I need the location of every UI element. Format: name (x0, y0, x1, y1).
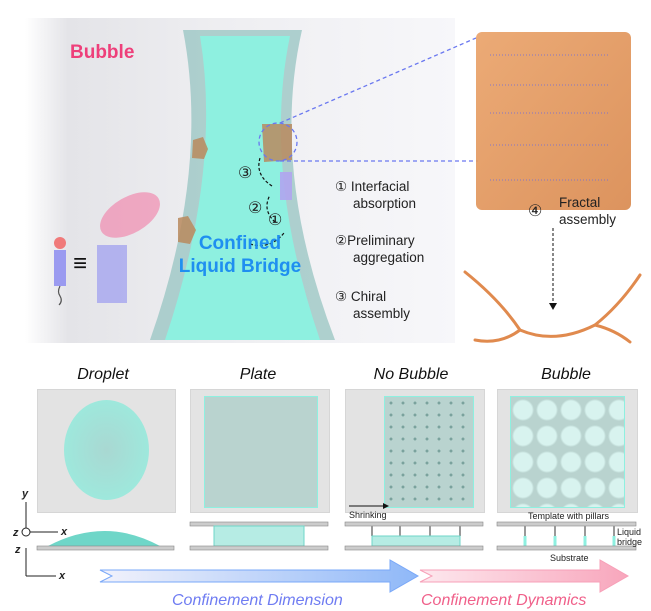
crystal-cube (476, 32, 631, 210)
bridge-label: Confined Liquid Bridge (170, 232, 310, 278)
top-illustration (25, 18, 642, 344)
side-views-and-arrows (21, 502, 637, 593)
bubble-liquid (510, 396, 625, 508)
chiral-stack (280, 172, 292, 200)
step-1: ① Interfacial absorption (335, 179, 417, 211)
zoom-circle (258, 122, 298, 162)
molecule-tail-highlight (100, 192, 160, 238)
no-bubble-liquid (384, 396, 474, 508)
bridge-label-line2: Liquid Bridge (178, 256, 302, 277)
panel-no-bubble (345, 389, 485, 513)
title-no-bubble: No Bubble (373, 366, 449, 383)
title-plate: Plate (239, 366, 277, 383)
equiv-symbol: ≡ (73, 250, 88, 277)
template-label: Template with pillars (528, 511, 610, 521)
molecule-core-highlight (97, 245, 127, 303)
marker-1: ① (268, 212, 283, 229)
confinement-dynamics-label: Confinement Dynamics (421, 592, 587, 609)
axis-x1: x (61, 526, 68, 538)
shrinking-label: Shrinking (349, 510, 387, 520)
bubble-label: Bubble (70, 42, 135, 63)
confinement-dynamics-arrow (419, 559, 630, 593)
axis-x2: x (59, 570, 66, 582)
substrate-label: Substrate (550, 553, 589, 563)
marker-3: ③ (238, 165, 253, 182)
title-droplet: Droplet (77, 366, 129, 383)
fractal-dendrite (463, 270, 642, 344)
plate-liquid-side (213, 525, 305, 547)
step-3: ③ Chiral assembly (335, 289, 411, 321)
axis-z2: z (15, 544, 21, 556)
axis-y: y (22, 488, 29, 500)
bridge-label-line1: Confined (198, 233, 282, 254)
droplet-topview (64, 400, 149, 500)
confinement-dimension-arrow (99, 559, 420, 593)
title-bubble: Bubble (541, 366, 591, 383)
aggregates (178, 124, 292, 244)
confinement-dimension-label: Confinement Dimension (172, 592, 343, 609)
fractal-step-num: ④ (528, 203, 543, 220)
plate-liquid (204, 396, 318, 508)
panel-bubble (497, 389, 638, 513)
marker-2: ② (248, 200, 263, 217)
fractal-step-label: Fractal assembly (559, 195, 617, 227)
panel-plate (190, 389, 330, 513)
axis-z1: z (13, 527, 19, 539)
panel-droplet (37, 389, 176, 513)
step-2: ②Preliminary aggregation (335, 233, 425, 265)
liquid-bridge-label: Liquid bridge (617, 527, 643, 547)
liquid-bridge (165, 36, 320, 340)
droplet-sideview (48, 531, 160, 546)
